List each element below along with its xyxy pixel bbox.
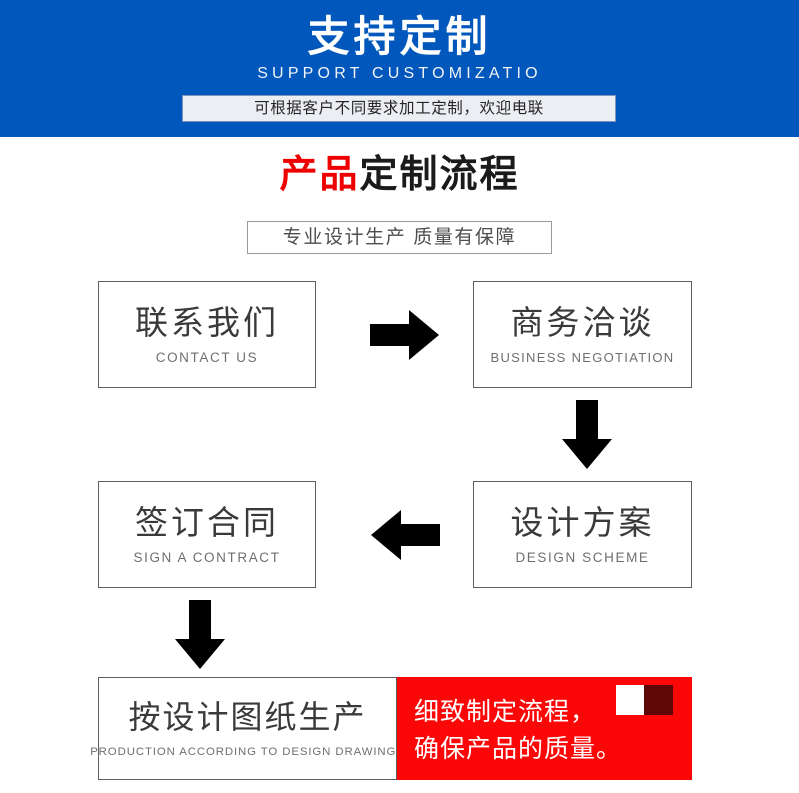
arrow-right-icon xyxy=(370,310,439,360)
callout-line-2: 确保产品的质量。 xyxy=(414,735,623,763)
flow-step-cn-label: 按设计图纸生产 xyxy=(128,698,367,735)
banner-pill: 可根据客户不同要求加工定制，欢迎电联 xyxy=(182,95,616,122)
decoration-light-square xyxy=(616,685,644,715)
flow-step-cn-label: 设计方案 xyxy=(510,504,655,541)
flow-step-en-label: DESIGN SCHEME xyxy=(515,550,650,565)
flow-step-production: 按设计图纸生产 PRODUCTION ACCORDING TO DESIGN D… xyxy=(90,677,404,780)
flow-step-cn-label: 商务洽谈 xyxy=(510,304,655,341)
banner-pill-text: 可根据客户不同要求加工定制，欢迎电联 xyxy=(254,100,544,117)
section-title-highlight: 产品 xyxy=(279,154,360,196)
flow-step-en-label: BUSINESS NEGOTIATION xyxy=(490,350,675,365)
callout-decoration xyxy=(616,685,673,715)
callout-text: 细致制定流程， 确保产品的质量。 xyxy=(414,694,622,768)
flow-step-en-label: SIGN A CONTRACT xyxy=(133,550,281,565)
section-subtitle-box: 专业设计生产 质量有保障 xyxy=(247,221,552,254)
section-title-rest: 定制流程 xyxy=(359,154,520,196)
decoration-dark-square xyxy=(644,685,673,715)
callout-panel: 细致制定流程， 确保产品的质量。 xyxy=(397,677,692,780)
banner-title: 支持定制 xyxy=(307,13,492,60)
banner-subtitle: SUPPORT CUSTOMIZATIO xyxy=(257,65,542,82)
flow-step-contact-us: 联系我们 CONTACT US xyxy=(98,281,316,388)
flow-step-cn-label: 签订合同 xyxy=(135,504,279,541)
flow-step-business-negotiation: 商务洽谈 BUSINESS NEGOTIATION xyxy=(473,281,692,388)
flow-step-sign-a-contract: 签订合同 SIGN A CONTRACT xyxy=(98,481,316,588)
section-subtitle-text: 专业设计生产 质量有保障 xyxy=(282,226,517,248)
callout-line-1: 细致制定流程， xyxy=(414,698,597,726)
flow-step-en-label: CONTACT US xyxy=(155,350,259,365)
flow-step-en-label: PRODUCTION ACCORDING TO DESIGN DRAWINGS xyxy=(90,745,405,758)
header-banner: 支持定制 SUPPORT CUSTOMIZATIO 可根据客户不同要求加工定制，… xyxy=(0,0,799,137)
section-title: 产品定制流程 xyxy=(0,152,799,198)
arrow-down-icon xyxy=(562,400,612,469)
flow-step-cn-label: 联系我们 xyxy=(135,304,279,341)
arrow-down-icon xyxy=(175,600,225,669)
arrow-left-icon xyxy=(371,510,440,560)
flow-step-design-scheme: 设计方案 DESIGN SCHEME xyxy=(473,481,692,588)
